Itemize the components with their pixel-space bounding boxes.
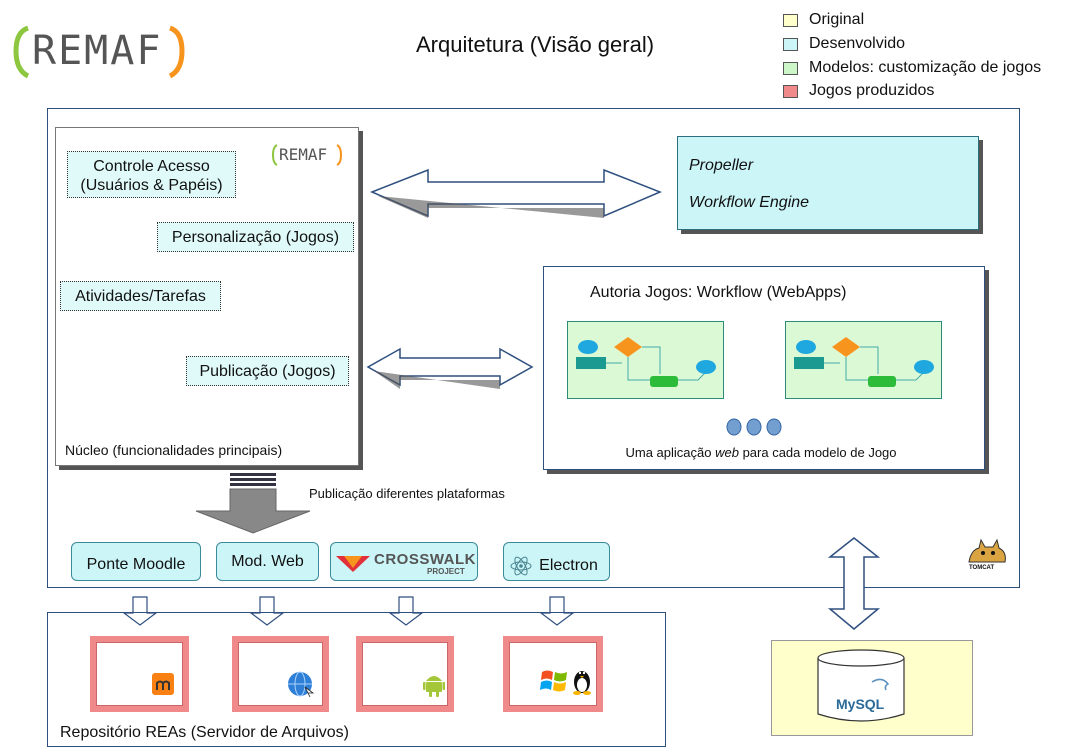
down-arrow-web [249, 596, 285, 626]
crosswalk-sublabel: PROJECT [427, 567, 465, 576]
module-access-control: Controle Acesso (Usuários & Papéis) [67, 151, 236, 198]
module-activities: Atividades/Tarefas [60, 281, 221, 311]
caption-suffix: para cada modelo de Jogo [738, 445, 897, 460]
linux-tux-icon [573, 671, 591, 695]
platform-electron: Electron [503, 542, 610, 581]
down-arrow-moodle [122, 596, 158, 626]
caption-emphasis: web [715, 445, 739, 460]
android-icon [423, 676, 445, 697]
database-box: MySQL [771, 640, 973, 736]
repository-label: Repositório REAs (Servidor de Arquivos) [60, 724, 350, 741]
core-remaf-logo-text: REMAF [279, 145, 328, 164]
page-title: Arquitetura (Visão geral) [416, 32, 655, 57]
legend-item-original: Original [783, 11, 864, 29]
game-android [356, 636, 454, 712]
moodle-icon [152, 673, 174, 695]
caption-prefix: Uma aplicação [625, 445, 716, 460]
electron-icon [510, 556, 532, 576]
tomcat-icon [968, 538, 1006, 563]
module-personalization: Personalização (Jogos) [157, 222, 354, 252]
legend-label: Original [809, 11, 865, 28]
remaf-logo-graphic [13, 25, 185, 79]
legend-label: Modelos: customização de jogos [809, 59, 1042, 76]
legend-item-games: Jogos produzidos [783, 82, 934, 100]
workflow-graphic [576, 337, 716, 387]
game-android-inner [362, 642, 448, 706]
legend-label: Jogos produzidos [809, 82, 935, 99]
platform-web-label: Mod. Web [231, 552, 304, 570]
module-publication: Publicação (Jogos) [186, 356, 349, 386]
game-web [232, 636, 329, 712]
game-desktop [503, 636, 603, 712]
platform-moodle: Ponte Moodle [71, 542, 201, 581]
legend-label: Desenvolvido [809, 35, 906, 52]
web-globe-icon [288, 671, 315, 698]
core-remaf-logo: REMAF [271, 144, 343, 166]
legend-swatch [783, 61, 798, 75]
platform-moodle-label: Ponte Moodle [86, 555, 186, 573]
propeller-box: Propeller Workflow Engine [677, 136, 979, 230]
game-web-inner [238, 642, 323, 706]
database-label: MySQL [836, 696, 885, 712]
platform-crosswalk: CROSSWALK PROJECT [330, 542, 478, 581]
platform-electron-label: Electron [539, 556, 598, 574]
workflow-diagram-2 [785, 321, 942, 399]
crosswalk-label: CROSSWALK [374, 551, 476, 568]
double-arrow-database [827, 537, 881, 630]
game-moodle-inner [96, 642, 183, 706]
publish-arrow [195, 473, 311, 534]
workflow-graphic [794, 337, 934, 387]
legend-swatch [783, 13, 798, 27]
ellipsis-dots [726, 418, 782, 436]
publish-label: Publicação diferentes plataformas [309, 486, 505, 501]
remaf-logo: REMAF [13, 24, 185, 80]
core-remaf-logo-graphic [271, 144, 343, 166]
game-moodle [90, 636, 189, 712]
down-arrow-crosswalk [388, 596, 424, 626]
workflow-diagram-1 [567, 321, 724, 399]
workflow-engine-label: Workflow Engine [689, 194, 810, 211]
authoring-caption: Uma aplicação web para cada modelo de Jo… [544, 445, 978, 460]
database-cylinder-icon [817, 649, 905, 722]
core-label: Núcleo (funcionalidades principais) [65, 442, 283, 458]
down-arrow-electron [539, 596, 575, 626]
platform-web: Mod. Web [216, 542, 319, 581]
authoring-title: Autoria Jogos: Workflow (WebApps) [590, 284, 847, 301]
crosswalk-icon [336, 556, 370, 572]
tomcat-logo: TOMCAT [965, 538, 1009, 574]
legend-item-developed: Desenvolvido [783, 35, 905, 53]
propeller-label: Propeller [689, 157, 754, 174]
double-arrow-authoring [366, 347, 534, 389]
legend-swatch [783, 37, 798, 51]
double-arrow-propeller [370, 168, 662, 218]
tomcat-label: TOMCAT [969, 565, 995, 571]
legend-item-models: Modelos: customização de jogos [783, 59, 1041, 77]
legend-swatch [783, 84, 798, 98]
game-desktop-inner [509, 642, 597, 706]
server-container [47, 108, 1020, 588]
windows-icon [540, 670, 567, 692]
remaf-logo-text: REMAF [32, 28, 163, 74]
